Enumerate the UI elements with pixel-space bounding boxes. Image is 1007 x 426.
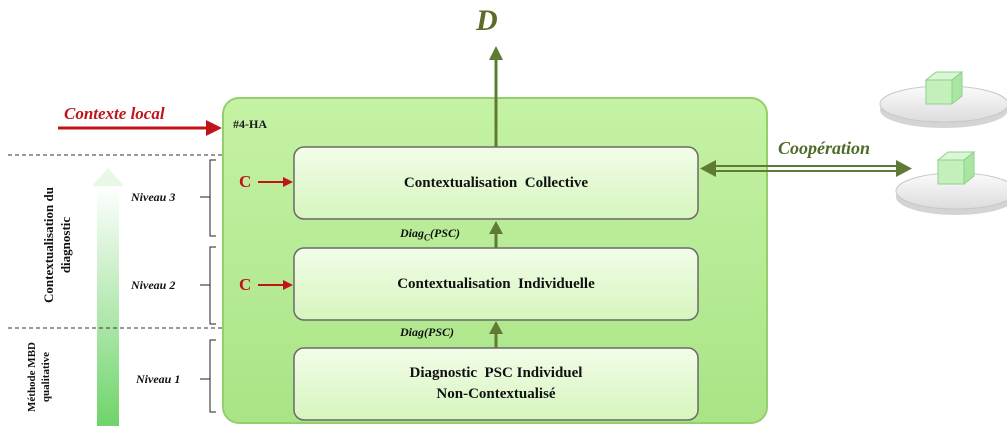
diagnostic-text-line2: Non-Contextualisé (436, 386, 556, 402)
level-1-label: Niveau 1 (136, 372, 181, 386)
level-brackets (200, 159, 216, 413)
context-input-label: Contexte local (64, 104, 165, 123)
box-diagnostic-label: Diagnostic PSC Individuel Non-Contextual… (294, 348, 698, 420)
agent-id-label: #4-HA (233, 117, 267, 131)
flow-diag-c: DiagC(PSC) (400, 226, 460, 242)
remote-agent-top (879, 70, 1007, 128)
output-label: D (476, 4, 498, 37)
flow-diag-arg: (PSC) (424, 325, 454, 339)
context-input-arrow (58, 120, 222, 136)
context-mark-level-2: C (239, 275, 252, 294)
box-individual-label: Contextualisation Individuelle (294, 248, 698, 320)
level-2-label: Niveau 2 (131, 278, 176, 292)
context-mark-level-3: C (239, 172, 252, 191)
flow-diag-c-base: Diag (400, 226, 424, 240)
method-group-label: Méthode MBD qualitative (26, 342, 52, 412)
cooperation-arrow (700, 160, 912, 177)
contextualisation-gradient-arrow (92, 168, 124, 426)
box-collective-label: Contextualisation Collective (294, 147, 698, 219)
flow-diag: Diag(PSC) (400, 325, 454, 340)
flow-diag-base: Diag (400, 325, 424, 339)
cooperation-label: Coopération (778, 138, 871, 158)
individual-text: Contextualisation Individuelle (397, 275, 595, 292)
flow-diag-c-sub: C (424, 232, 431, 243)
flow-arrows (489, 46, 503, 348)
context-mark-arrows (258, 177, 293, 290)
context-group-label: Contextualisation du diagnostic (41, 187, 73, 303)
flow-diag-c-arg: (PSC) (430, 226, 461, 240)
diagnostic-text-line1: Diagnostic PSC Individuel (409, 365, 583, 381)
level-3-label: Niveau 3 (131, 190, 176, 204)
remote-agent-bottom (895, 150, 1007, 215)
collective-text: Contextualisation Collective (403, 174, 589, 191)
